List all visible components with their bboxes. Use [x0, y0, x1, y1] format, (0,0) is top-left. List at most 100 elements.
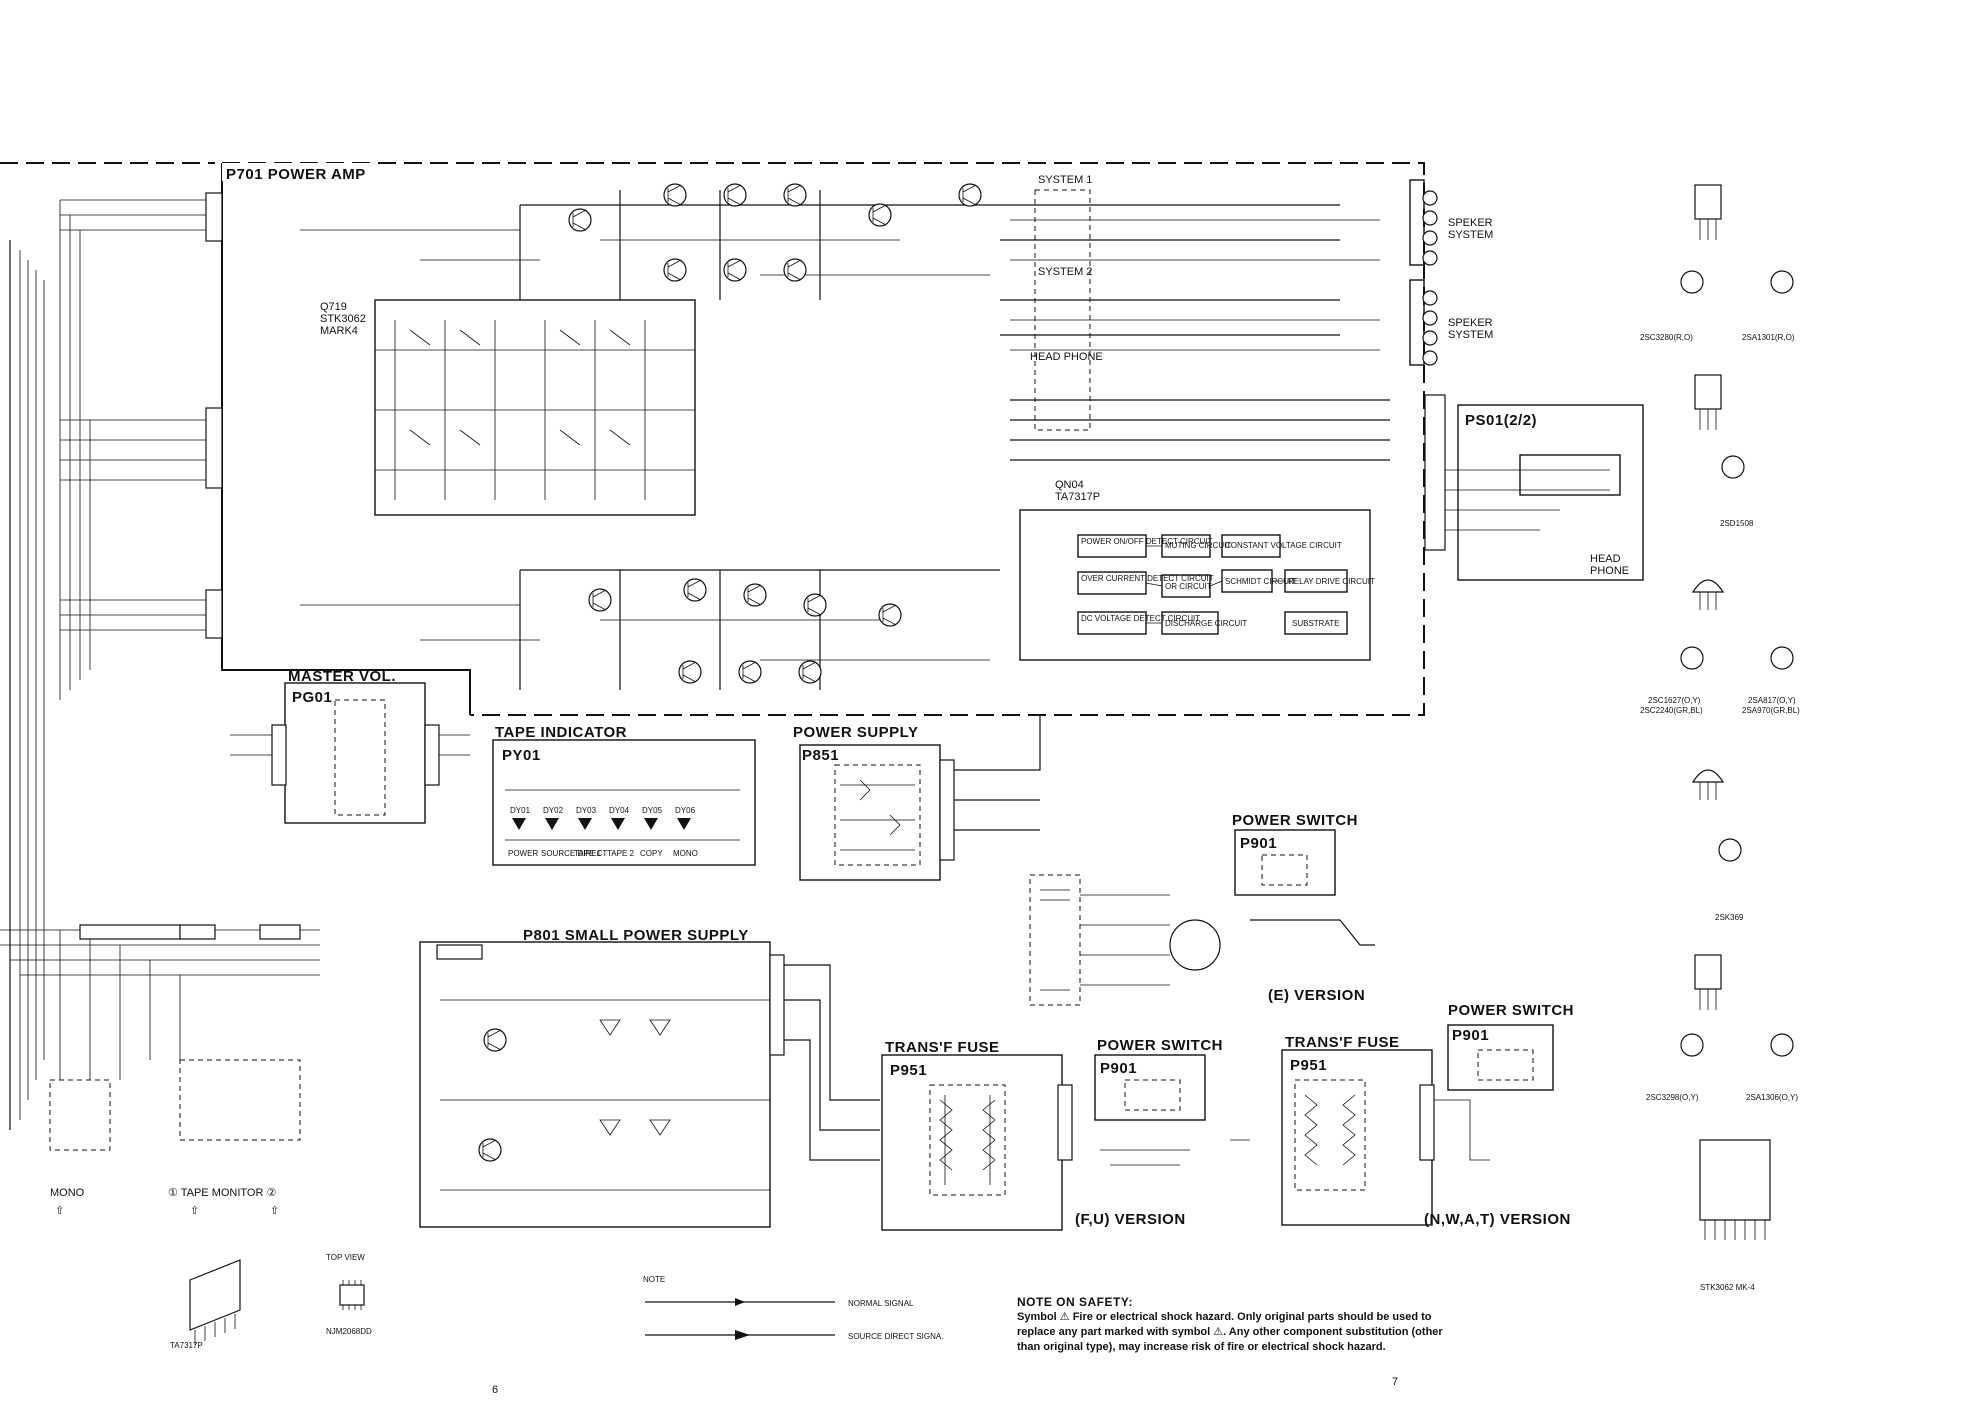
- legend-npn-symbol-4: [1680, 1033, 1704, 1057]
- legend-2sc2240: 2SC2240(GR,BL): [1640, 706, 1703, 715]
- ta7317p-package: [189, 1259, 241, 1345]
- legend-2sc3298: 2SC3298(O,Y): [1646, 1093, 1699, 1102]
- ps01-block: PS01(2/2) HEAD PHONE: [1424, 394, 1644, 581]
- legend-2sa1306: 2SA1306(O,Y): [1746, 1093, 1798, 1102]
- led-function-label: SOURCE DIRECT: [541, 849, 607, 858]
- system1-relay-label: SYSTEM 1: [1038, 174, 1092, 186]
- transistor-q703: [663, 183, 687, 207]
- legend-npn-symbol-3: [1680, 646, 1704, 670]
- transistor-q714: [798, 660, 822, 684]
- speaker-system-1-label: SPEKER: [1448, 217, 1493, 229]
- transistor-q712: [803, 593, 827, 617]
- legend-pnp-symbol-4: [1770, 1033, 1794, 1057]
- led-dy03: DY03: [576, 806, 597, 830]
- protection-ic-ta7317p: QN04 TA7317P POWER ON/OFF DETECT CIRCUIT…: [1019, 479, 1375, 661]
- block-relay-drive: RELAY DRIVE CIRCUIT: [1288, 577, 1375, 586]
- block-schmidt: SCHMIDT CIRCUIT: [1225, 577, 1296, 586]
- power-amp-title: P701 POWER AMP: [226, 166, 366, 183]
- block-dc-voltage: DC VOLTAGE DETECT CIRCUIT: [1081, 614, 1200, 623]
- transistor-qn03: [958, 183, 982, 207]
- transistor-q710: [738, 660, 762, 684]
- led-label: DY04: [609, 806, 630, 815]
- led-label: DY01: [510, 806, 531, 815]
- block-substrate: SUBSTRATE: [1292, 619, 1339, 628]
- legend-ta7317p: TA7317P: [170, 1341, 203, 1350]
- transistor-q708: [743, 583, 767, 607]
- power-switch-pcb-e: P901: [1240, 835, 1277, 852]
- legend-npn-symbol-2: [1721, 455, 1745, 479]
- legend-fet-symbol: [1718, 838, 1742, 862]
- power-supply-pcb: P851: [802, 747, 839, 764]
- speaker-relays: SYSTEM 1 SYSTEM 2 HEAD PHONE: [1000, 174, 1390, 461]
- master-vol-pcb: PG01: [292, 689, 332, 706]
- led-function-label: TAPE 1: [574, 849, 602, 858]
- note-label: NOTE: [643, 1275, 665, 1284]
- transf-fuse-fu-block: TRANS'F FUSE P951: [881, 1039, 1073, 1231]
- master-vol-title: MASTER VOL.: [288, 668, 396, 685]
- power-supply-block: POWER SUPPLY P851: [793, 715, 1041, 881]
- page-number-left: 6: [492, 1384, 498, 1396]
- transf-fuse-nwat-block: TRANS'F FUSE P951 (N,W,A,T) VERSION: [1281, 1034, 1570, 1228]
- legend-pnp-symbol-1: [1770, 270, 1794, 294]
- legend-2sd1508: 2SD1508: [1720, 519, 1754, 528]
- speaker-system-1-label-2: SYSTEM: [1448, 229, 1493, 241]
- transf-fuse-pcb-fu: P951: [890, 1062, 927, 1079]
- led-label: DY05: [642, 806, 663, 815]
- headphone-jack-label-2: PHONE: [1590, 565, 1629, 577]
- headphone-relay-label: HEAD PHONE: [1030, 351, 1103, 363]
- power-switch-title-e: POWER SWITCH: [1232, 812, 1358, 829]
- ps01-title: PS01(2/2): [1465, 412, 1537, 429]
- speaker-system-2-label: SPEKER: [1448, 317, 1493, 329]
- lower-channel-amp: [300, 569, 1000, 690]
- transistor-q801: [483, 1028, 507, 1052]
- legend-njm2068dd: NJM2068DD: [326, 1327, 372, 1336]
- transf-fuse-pcb-nwat: P951: [1290, 1057, 1327, 1074]
- safety-title: NOTE ON SAFETY:: [1017, 1295, 1133, 1309]
- tape-monitor-label: ① TAPE MONITOR ②: [168, 1187, 276, 1199]
- speaker-terminals: SPEKER SYSTEM SPEKER SYSTEM: [1409, 179, 1493, 366]
- tape-indicator-pcb: PY01: [502, 747, 541, 764]
- led-function-label: COPY: [640, 849, 663, 858]
- tape-monitor-up-arrow-2: ⇧: [270, 1205, 279, 1217]
- q719-ref: Q719: [320, 301, 347, 313]
- mono-up-arrow: ⇧: [55, 1205, 64, 1217]
- q719-type: STK3062: [320, 313, 366, 325]
- e-version-label: (E) VERSION: [1268, 987, 1365, 1004]
- legend-2sa817: 2SA817(O,Y): [1748, 696, 1796, 705]
- small-power-supply-block: P801 SMALL POWER SUPPLY: [419, 927, 880, 1228]
- transf-fuse-title-nwat: TRANS'F FUSE: [1285, 1034, 1400, 1051]
- transistor-q706: [678, 660, 702, 684]
- block-constant-voltage: CONSTANT VOLTAGE CIRCUIT: [1225, 541, 1342, 550]
- legend-2sc3280: 2SC3280(R,O): [1640, 333, 1693, 342]
- led-label: DY02: [543, 806, 564, 815]
- tape-monitor-switch-block: MONO ① TAPE MONITOR ② ⇧ ⇧ ⇧: [0, 924, 320, 1217]
- legend-2sa970: 2SA970(GR,BL): [1742, 706, 1800, 715]
- transistor-q705: [663, 258, 687, 282]
- normal-signal-label: NORMAL SIGNAL: [848, 1299, 914, 1308]
- block-over-current: OVER CURRENT DETECT CIRCUIT: [1081, 574, 1214, 583]
- safety-body: Symbol ⚠ Fire or electrical shock hazard…: [1017, 1311, 1443, 1353]
- led-dy01: DY01: [510, 806, 531, 830]
- safety-note: NOTE ON SAFETY: Symbol ⚠ Fire or electri…: [1017, 1295, 1462, 1355]
- power-switch-e-block: POWER SWITCH P901 (E) VERSION: [1029, 812, 1375, 1006]
- top-view-label: TOP VIEW: [326, 1253, 365, 1262]
- led-dy05: DY05: [642, 806, 663, 830]
- tape-monitor-up-arrow-1: ⇧: [190, 1205, 199, 1217]
- small-power-supply-title: P801 SMALL POWER SUPPLY: [523, 927, 749, 944]
- led-function-label: MONO: [673, 849, 698, 858]
- power-switch-nwat-block: POWER SWITCH P901: [1434, 1002, 1574, 1161]
- source-direct-signal-label: SOURCE DIRECT SIGNA.: [848, 1332, 943, 1341]
- legend-2sc1627: 2SC1627(O,Y): [1648, 696, 1701, 705]
- block-muting: MUTING CIRCUIT: [1165, 541, 1231, 550]
- input-jacks: [59, 192, 223, 700]
- power-switch-pcb-nwat: P901: [1452, 1027, 1489, 1044]
- legend-pnp-symbol-3: [1770, 646, 1794, 670]
- transistor-q702: [588, 588, 612, 612]
- transf-fuse-title-fu: TRANS'F FUSE: [885, 1039, 1000, 1056]
- signal-legend: NOTE NORMAL SIGNAL SOURCE DIRECT SIGNA.: [643, 1275, 943, 1341]
- transistor-q709: [723, 258, 747, 282]
